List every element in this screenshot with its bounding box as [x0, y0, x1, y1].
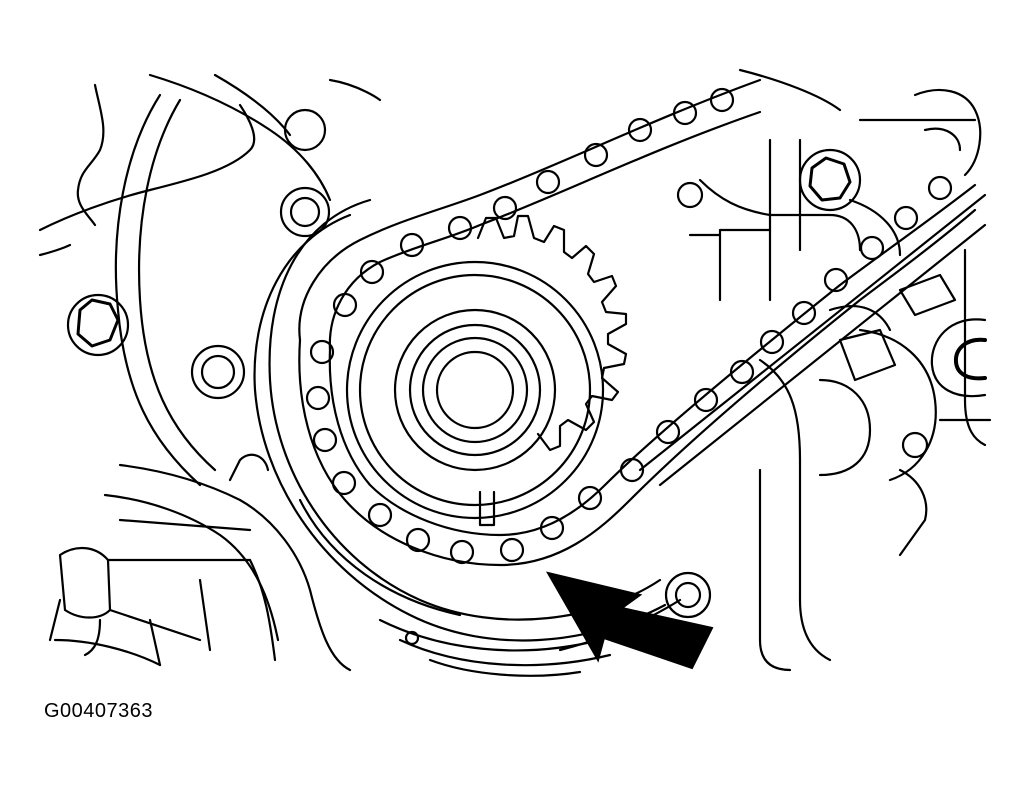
bolt-right-socket — [930, 318, 987, 398]
figure-id-label: G00407363 — [44, 700, 154, 722]
chain-guide-rail — [638, 193, 987, 487]
timing-chain — [298, 78, 977, 567]
arrow-icon — [545, 571, 714, 670]
lower-housing — [48, 453, 352, 672]
bolt-top-right — [798, 148, 862, 212]
chain-guide-curve — [253, 198, 682, 677]
mounting-holes — [190, 108, 929, 646]
bolt-left — [66, 293, 130, 357]
engine-block-outline — [38, 68, 992, 672]
crankshaft-sprocket — [345, 214, 628, 527]
